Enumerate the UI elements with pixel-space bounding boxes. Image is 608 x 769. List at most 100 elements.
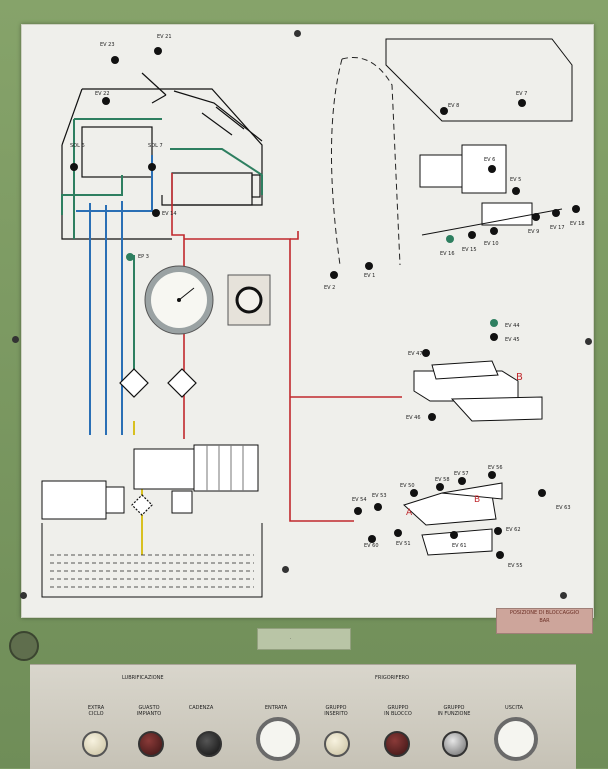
light-ev14 <box>152 209 160 217</box>
label-ev63: EV 63 <box>556 505 571 511</box>
screw <box>585 338 592 345</box>
light-ev7 <box>518 99 526 107</box>
clamping-position-plate: POSIZIONE DI BLOCCAGGIO BAR <box>496 608 593 634</box>
label-sol6: SOL 6 <box>70 143 85 149</box>
light-ev46 <box>428 413 436 421</box>
label-ev57: EV 57 <box>454 471 469 477</box>
light-ev63 <box>538 489 546 497</box>
light-ev61 <box>450 531 458 539</box>
light-ev15 <box>468 231 476 239</box>
light-ev9 <box>532 213 540 221</box>
label-ev15: EV 15 <box>462 247 477 253</box>
light-ev45 <box>490 333 498 341</box>
label-ev55: EV 55 <box>508 563 523 569</box>
label-ev22: EV 22 <box>95 91 110 97</box>
label-ev47: EV 47 <box>408 351 423 357</box>
light-ev23 <box>111 56 119 64</box>
label-ev61: EV 61 <box>452 543 467 549</box>
schematic-drawing: B A B EV 23 EV 21 EV 22 SOL 6 SOL 7 EV 1… <box>41 34 585 598</box>
light-ev10 <box>490 227 498 235</box>
label-sol7: SOL 7 <box>148 143 163 149</box>
light-sol6 <box>70 163 78 171</box>
label-ev58: EV 58 <box>435 477 450 483</box>
label-ev1: EV 1 <box>364 273 375 279</box>
light-ev54 <box>354 507 362 515</box>
light-ep3 <box>126 253 134 261</box>
light-ev5 <box>512 187 520 195</box>
label-ev23: EV 23 <box>100 42 115 48</box>
group-blocked-lamp <box>384 731 410 757</box>
label-ev7: EV 7 <box>516 91 527 97</box>
label-ev14: EV 14 <box>162 211 177 217</box>
label-ev6: EV 6 <box>484 157 495 163</box>
light-ev1 <box>365 262 373 270</box>
screw <box>294 30 301 37</box>
group-inserted-button[interactable] <box>324 731 350 757</box>
light-ev18 <box>572 205 580 213</box>
light-ev62 <box>494 527 502 535</box>
plant-fault-lamp <box>138 731 164 757</box>
label-ev8: EV 8 <box>448 103 459 109</box>
cabinet-hole <box>9 631 39 661</box>
light-ev17 <box>552 209 560 217</box>
extra-cycle-button[interactable] <box>82 731 108 757</box>
light-ev58 <box>436 483 444 491</box>
light-ev21 <box>154 47 162 55</box>
light-ev57 <box>458 477 466 485</box>
plant-fault-label: GUASTO IMPIANTO <box>136 705 162 717</box>
screw <box>20 592 27 599</box>
label-ev9: EV 9 <box>528 229 539 235</box>
label-ep3: EP 3 <box>138 254 149 260</box>
group-inserted-label: GRUPPO INSERITO <box>324 705 348 717</box>
light-sol7 <box>148 163 156 171</box>
label-ev2: EV 2 <box>324 285 335 291</box>
label-b-fixture: B <box>516 372 523 383</box>
light-ev55 <box>496 551 504 559</box>
light-ev47 <box>422 349 430 357</box>
label-ev10: EV 10 <box>484 241 499 247</box>
screw <box>560 592 567 599</box>
screw <box>12 336 19 343</box>
light-ev6 <box>488 165 496 173</box>
inlet-label: ENTRATA <box>264 705 288 711</box>
outlet-label: USCITA <box>505 705 523 711</box>
label-ev50: EV 50 <box>400 483 415 489</box>
light-ev51 <box>394 529 402 537</box>
label-ev21: EV 21 <box>157 34 172 40</box>
light-ev44 <box>490 319 498 327</box>
label-b-fixture-lower: B <box>474 495 480 505</box>
light-ev53 <box>374 503 382 511</box>
extra-cycle-label: EXTRA CICLO <box>87 705 105 717</box>
label-ev46: EV 46 <box>406 415 421 421</box>
label-ev53: EV 53 <box>372 493 387 499</box>
label-ev16: EV 16 <box>440 251 455 257</box>
light-ev60 <box>368 535 376 543</box>
middle-plate-text: · <box>290 636 292 641</box>
group-running-lamp <box>442 731 468 757</box>
label-ev62: EV 62 <box>506 527 521 533</box>
label-ev54: EV 54 <box>352 497 367 503</box>
group-blocked-label: GRUPPO IN BLOCCO <box>384 705 412 717</box>
label-a-fixture: A <box>406 508 413 518</box>
label-ev60: EV 60 <box>364 543 379 549</box>
group-lubrication-label: LUBRIFICAZIONE <box>122 675 164 681</box>
outlet-pressure-gauge <box>494 717 538 761</box>
inlet-pressure-gauge <box>256 717 300 761</box>
label-ev51: EV 51 <box>396 541 411 547</box>
label-ev5: EV 5 <box>510 177 521 183</box>
label-ev44: EV 44 <box>505 323 520 329</box>
label-ev18: EV 18 <box>570 221 585 227</box>
light-ev22 <box>102 97 110 105</box>
group-running-label: GRUPPO IN FUNZIONE <box>437 705 471 717</box>
light-ev2 <box>330 271 338 279</box>
label-ev45: EV 45 <box>505 337 520 343</box>
light-ev8 <box>440 107 448 115</box>
cadence-lamp <box>196 731 222 757</box>
hydraulic-schematic-panel: B A B EV 23 EV 21 EV 22 SOL 6 SOL 7 EV 1… <box>21 24 594 634</box>
label-ev17: EV 17 <box>550 225 565 231</box>
control-plate: LUBRIFICAZIONE FRIGORIFERO EXTRA CICLO G… <box>30 664 576 769</box>
light-ev50 <box>410 489 418 497</box>
label-ev56: EV 56 <box>488 465 503 471</box>
group-fluid-label: FRIGORIFERO <box>375 675 410 681</box>
screw <box>282 566 289 573</box>
